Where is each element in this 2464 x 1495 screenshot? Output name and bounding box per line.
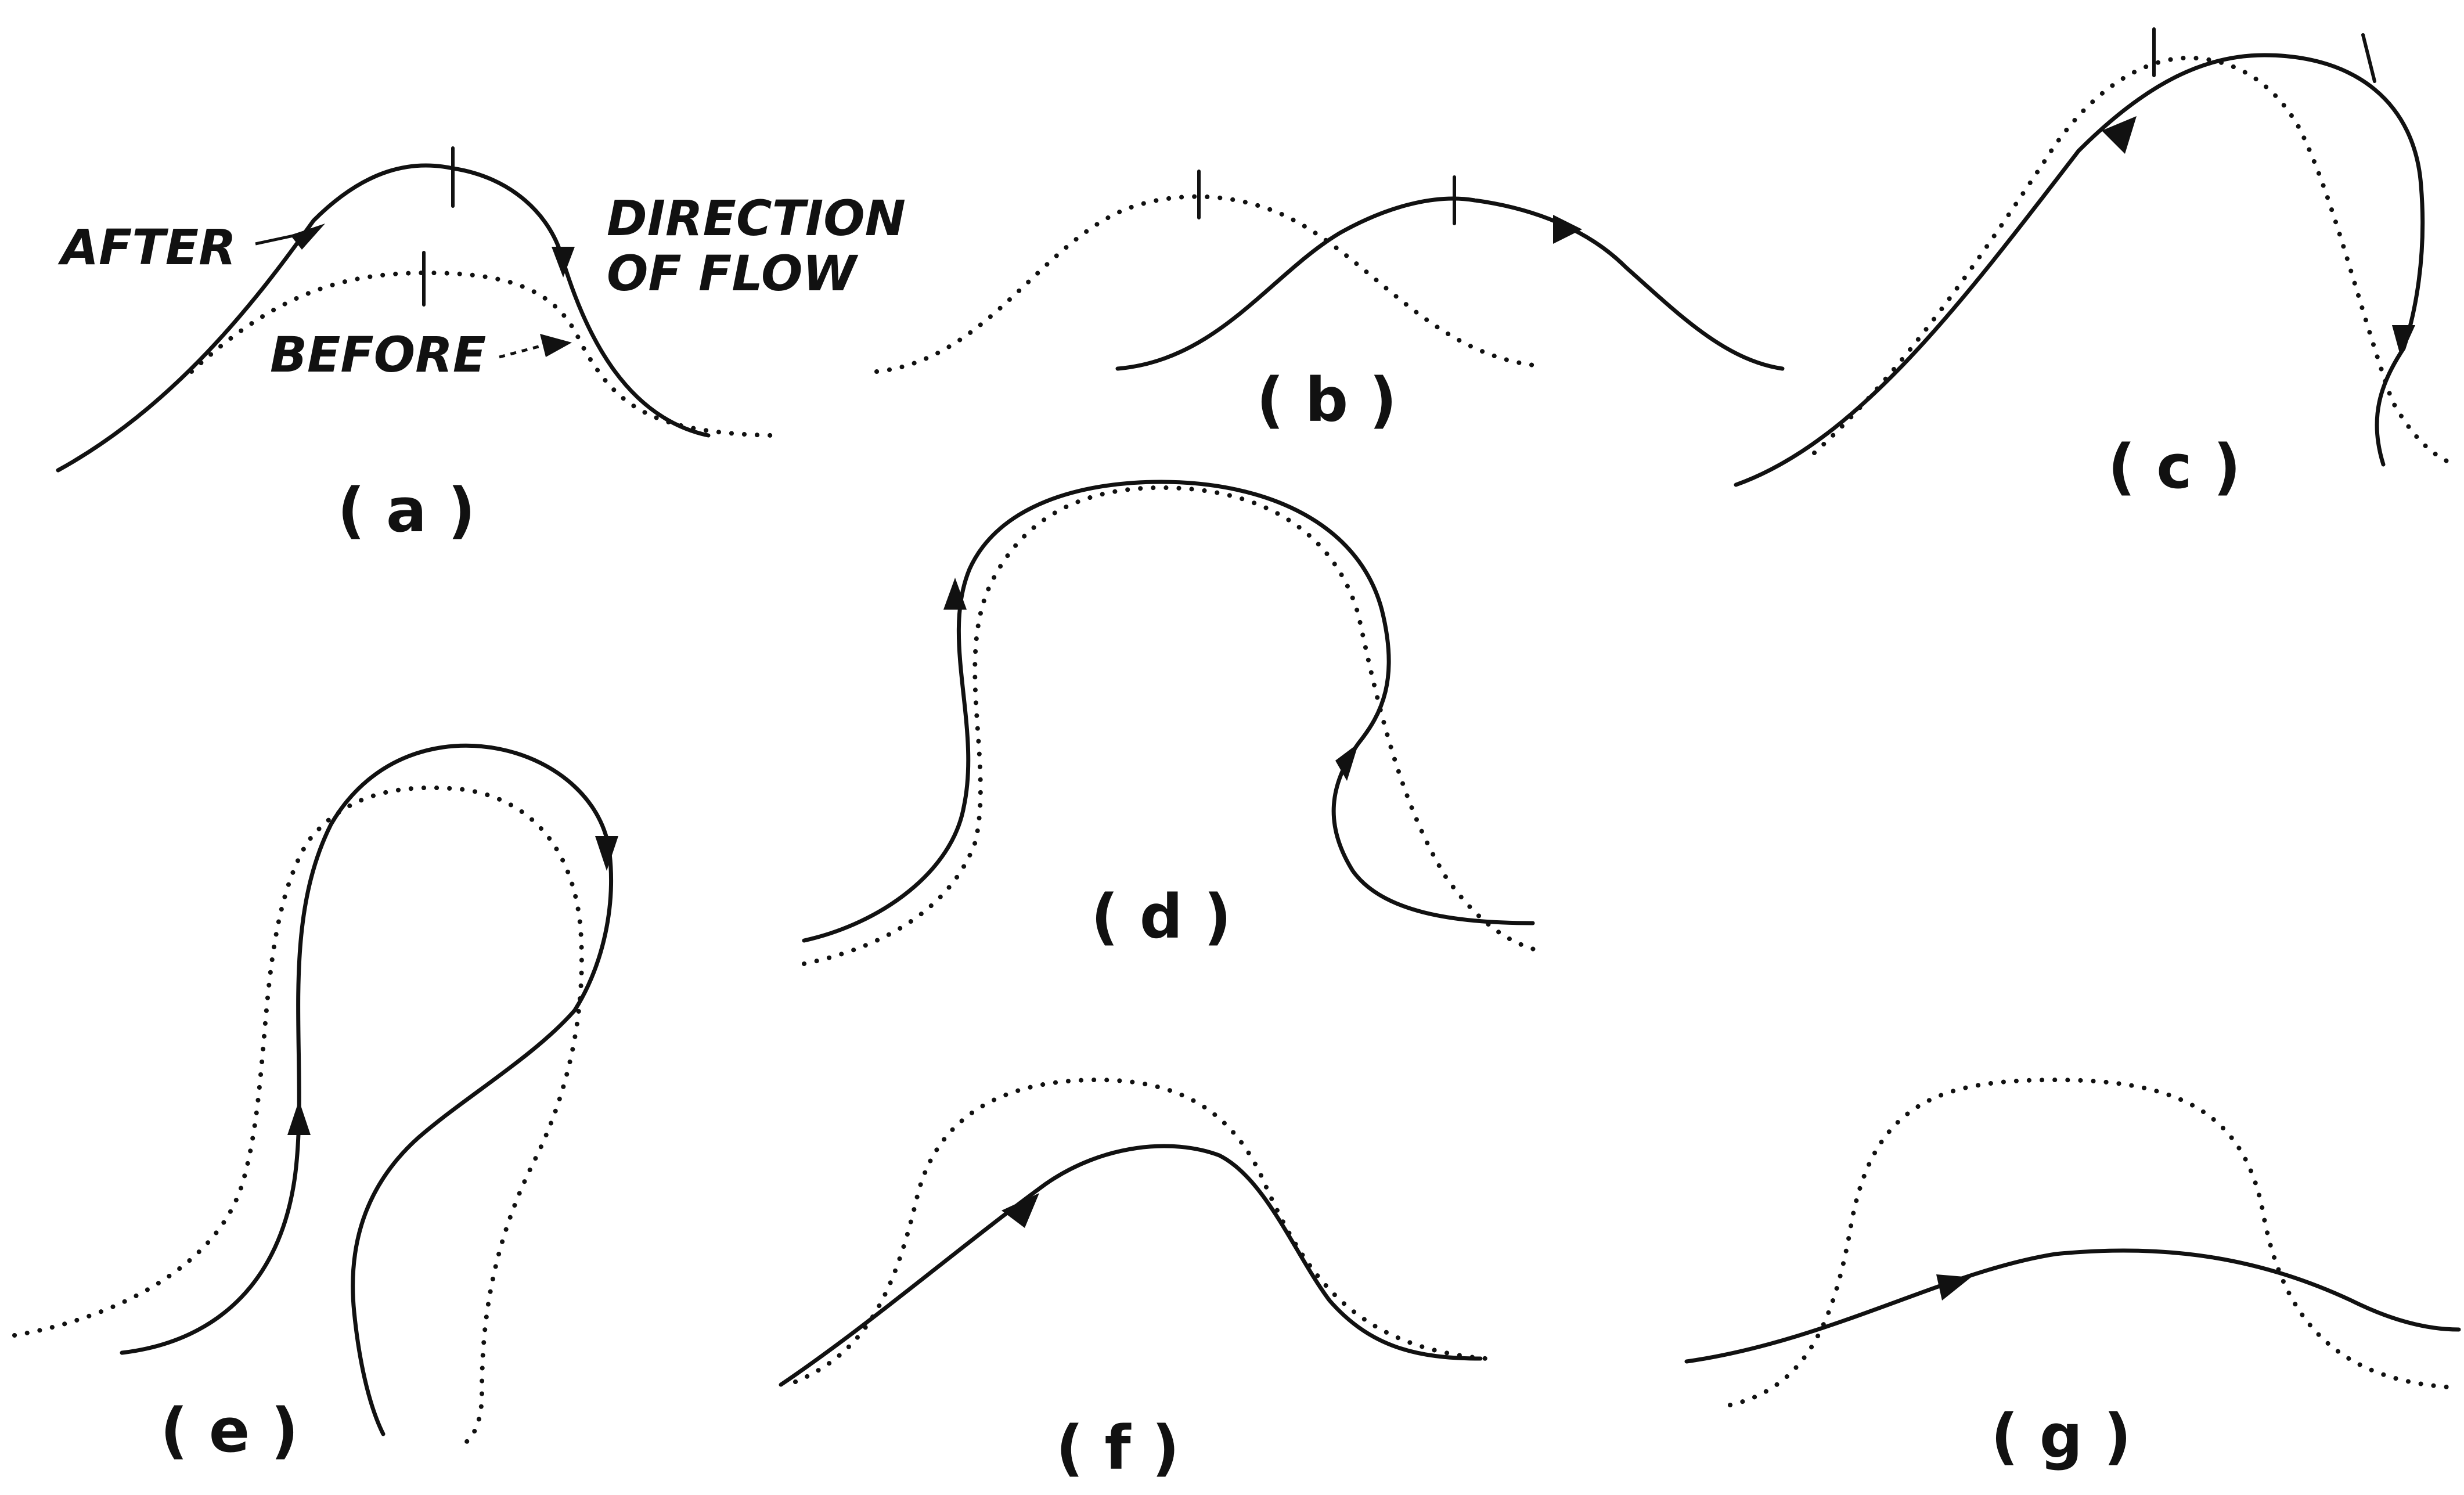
panel-b-before-curve [874,194,1541,374]
panel-a-before-curve [189,270,774,438]
panel-e-falling-arrowhead [595,836,618,871]
panel-c-after-crest-tick [2361,33,2376,83]
panel-g-arrowhead [1936,1274,1971,1301]
panel-e-label: ( e ) [160,1395,298,1466]
panel-d-rising-arrowhead [943,578,967,610]
panel-g: ( g ) [1684,1077,2461,1472]
panel-a-after-curve [56,163,711,473]
panel-e-rising-arrowhead [287,1100,311,1135]
panel-a-before-leader [499,344,543,359]
panel-d-label: ( d ) [1091,881,1231,952]
panel-c: ( c ) [1734,27,2455,502]
before-label: BEFORE [270,326,486,383]
panel-b-after-curve [1115,196,1785,371]
panel-e-before-curve-left [12,785,584,1448]
panel-f-after-curve [779,1144,1483,1387]
panel-g-before-curve [1728,1077,2458,1407]
panel-f: ( f ) [779,1077,1489,1483]
panel-a-after-arrowhead [552,247,575,278]
panel-c-before-curve [1812,55,2455,467]
panel-f-arrowhead [1002,1193,1039,1228]
panel-b-label: ( b ) [1256,365,1397,435]
panel-e: ( e ) [12,743,618,1466]
panel-d-after-curve [802,480,1535,943]
panel-e-after-curve-right [351,1008,577,1436]
panel-a-label: ( a ) [337,475,475,546]
direction-of-flow-line2: OF FLOW [607,245,859,302]
panel-d-before-curve [802,485,1547,966]
panel-f-before-curve [793,1077,1489,1384]
panel-a-after-leader [255,233,297,246]
after-label: AFTER [57,219,236,276]
panel-c-label: ( c ) [2108,431,2240,502]
direction-of-flow-line1: DIRECTION [607,190,906,247]
panel-f-label: ( f ) [1056,1413,1180,1483]
panel-g-label: ( g ) [1991,1401,2131,1472]
panel-d: ( d ) [802,480,1547,966]
panel-b-after-arrowhead [1553,215,1582,244]
panel-a-after-label-arrowhead [290,224,325,250]
panel-b: ( b ) [874,170,1785,435]
panel-c-after-curve [1734,53,2425,487]
panel-d-falling-arrowhead [1335,743,1359,781]
panel-e-after-curve-left [120,743,613,1355]
panel-c-rising-arrowhead [2102,116,2137,154]
panel-a: AFTER BEFORE DIRECTION OF FLOW ( a ) [56,146,906,546]
panel-a-before-label-arrowhead [540,334,572,357]
panel-g-after-curve [1684,1248,2461,1364]
panel-c-falling-arrowhead [2392,325,2415,357]
